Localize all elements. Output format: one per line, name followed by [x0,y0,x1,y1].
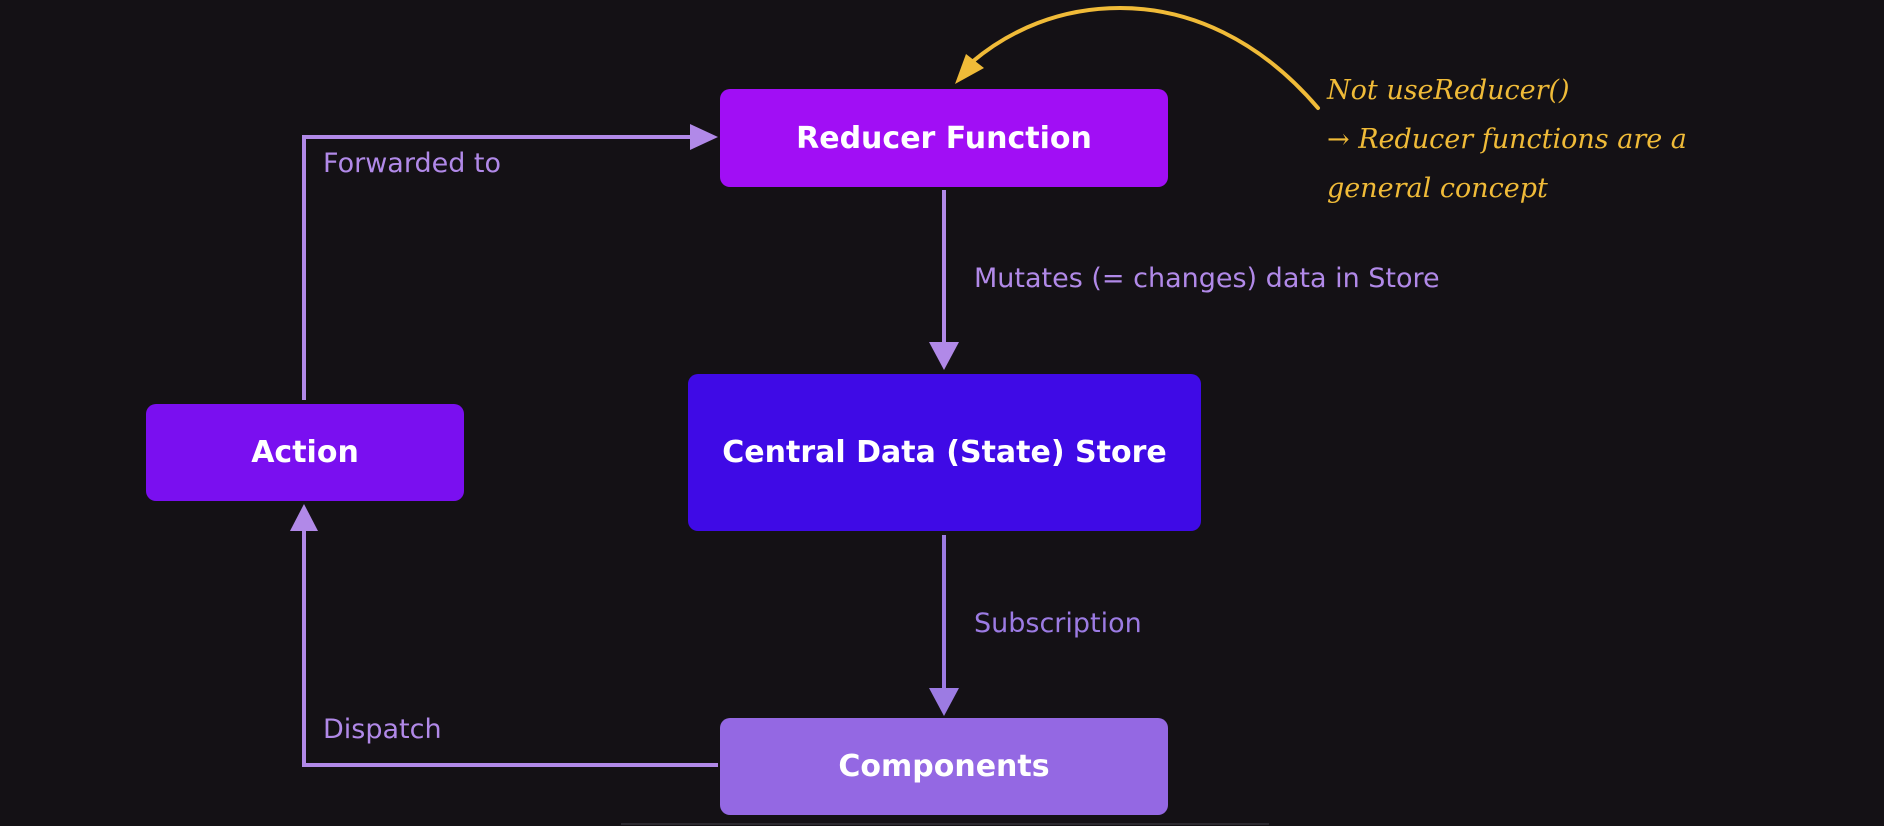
arrowhead-to-store [929,342,959,370]
central-store-node: Central Data (State) Store [688,374,1201,531]
arrowhead-to-components [929,688,959,716]
bottom-divider [621,823,1269,825]
components-node: Components [720,718,1168,815]
annotation-note: Not useReducer() → Reducer functions are… [1327,66,1687,213]
dispatch-label: Dispatch [323,714,442,745]
edge-dispatch [302,530,718,767]
note-line-3: general concept [1327,173,1548,204]
annotation-curve [970,5,1320,110]
forwarded-to-label: Forwarded to [323,148,502,179]
annotation-arrowhead [955,54,984,84]
arrowhead-to-action [290,504,318,531]
components-label: Components [838,749,1050,784]
note-line-2: → Reducer functions are a [1327,124,1687,155]
reducer-function-node: Reducer Function [720,89,1168,187]
edge-forwarded [302,135,692,400]
mutates-label: Mutates (= changes) data in Store [974,263,1440,294]
action-node: Action [146,404,464,501]
subscription-label: Subscription [974,608,1142,639]
arrowhead-to-reducer [690,124,718,150]
reducer-function-label: Reducer Function [796,120,1092,156]
action-label: Action [251,435,359,470]
central-store-label: Central Data (State) Store [722,435,1167,470]
note-line-1: Not useReducer() [1327,75,1570,106]
